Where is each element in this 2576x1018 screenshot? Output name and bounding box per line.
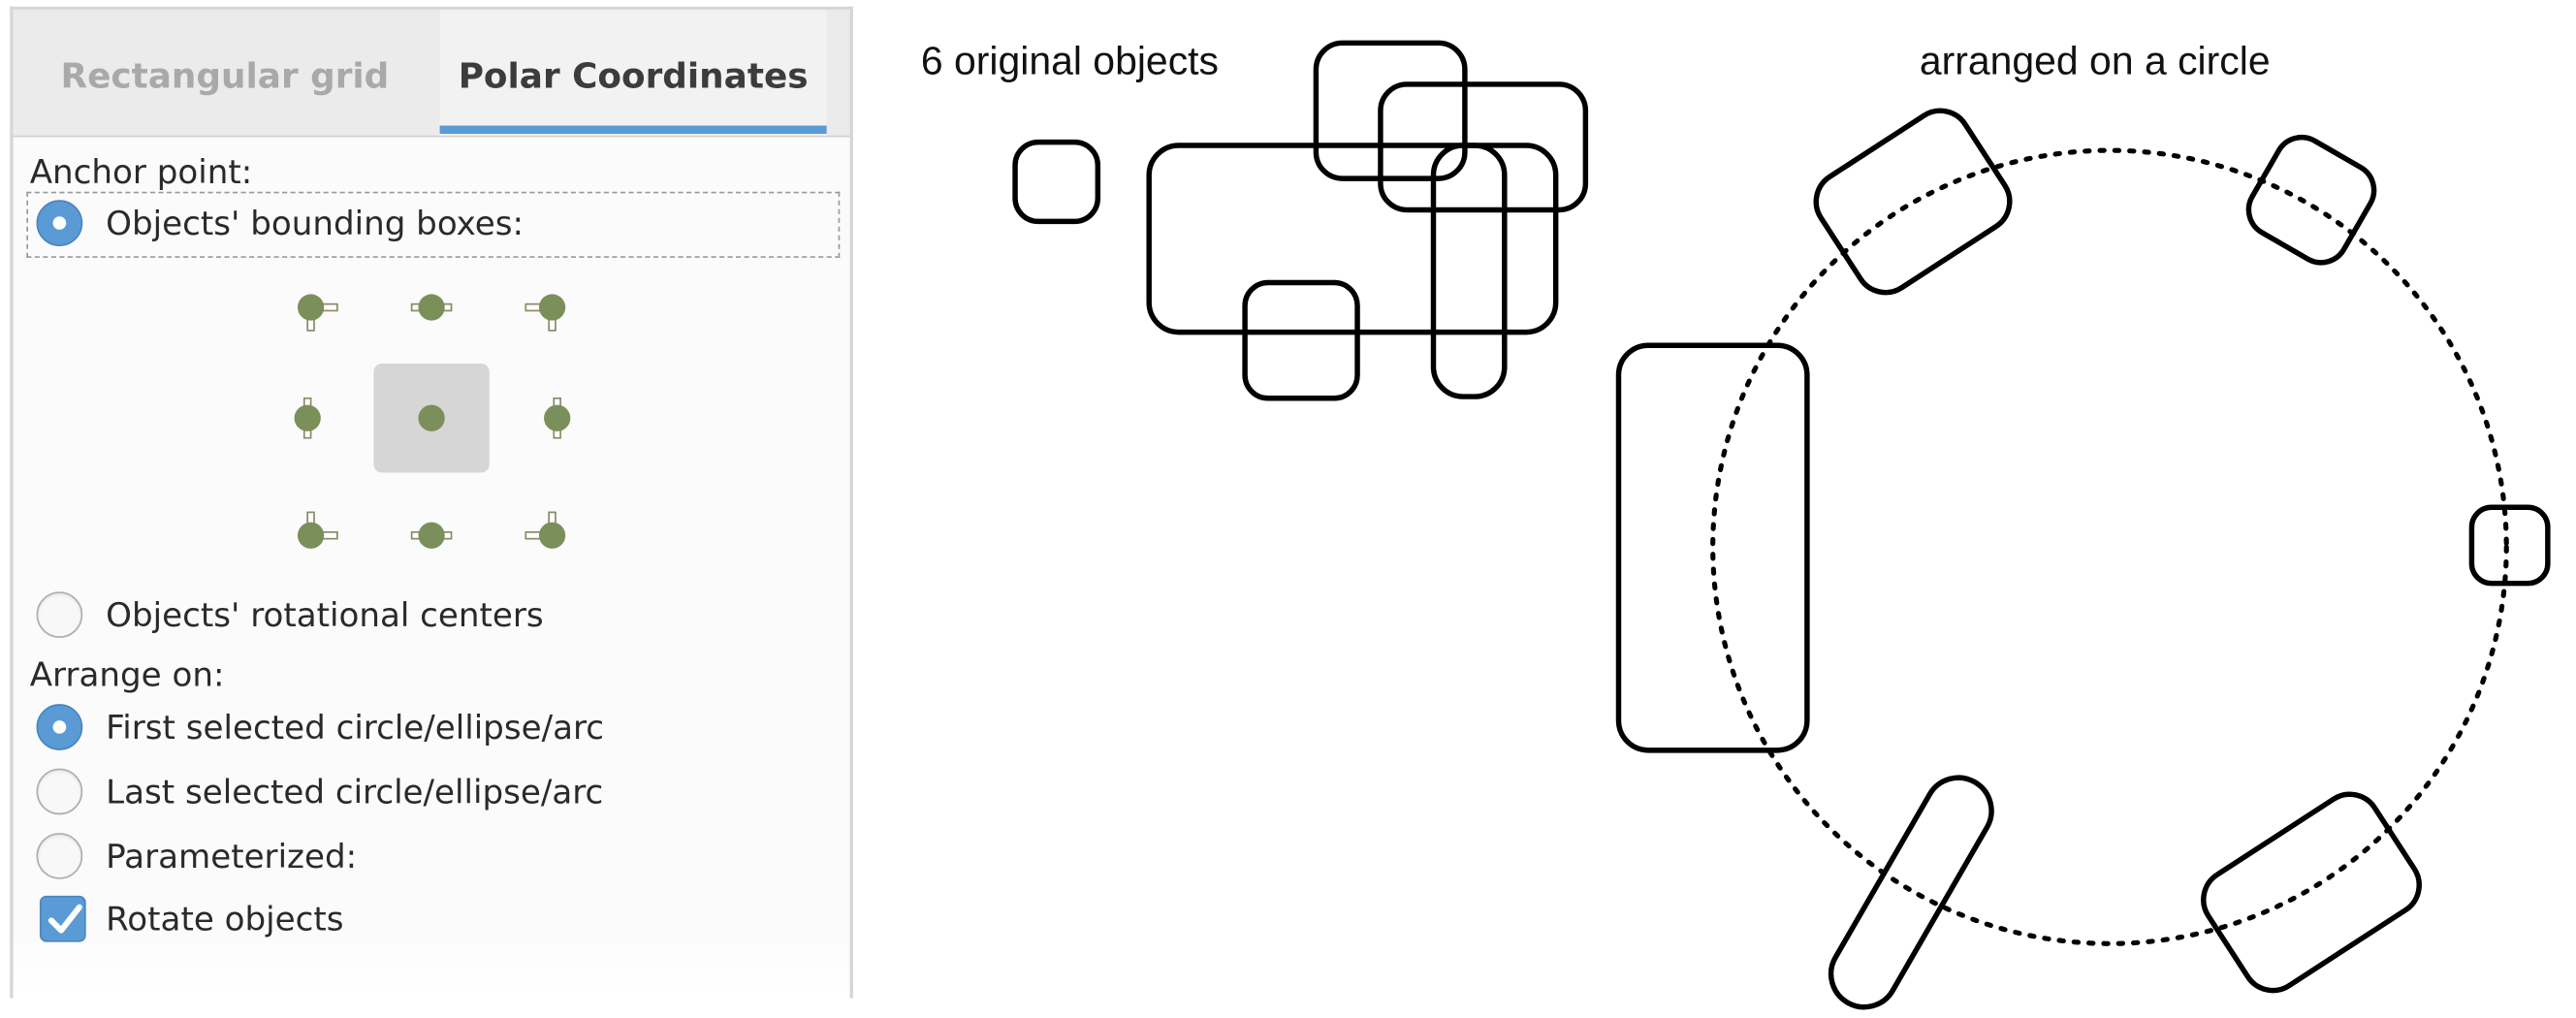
rotate-objects-label: Rotate objects — [106, 899, 344, 939]
focus-rectangle — [26, 191, 841, 258]
radio-unselected-icon — [36, 833, 83, 879]
tab-rectangular-grid[interactable]: Rectangular grid — [60, 55, 390, 96]
rotational-centers-label: Objects' rotational centers — [106, 594, 544, 635]
radio-bounding-boxes[interactable]: Objects' bounding boxes: — [30, 199, 824, 252]
anchor-top-right-icon[interactable] — [523, 284, 572, 334]
radio-unselected-icon — [36, 768, 83, 815]
arranged-caption: arranged on a circle — [1919, 39, 2271, 84]
dotted-circle — [1710, 147, 2509, 946]
arranged-right-square — [2468, 504, 2551, 587]
anchor-bottom-right-icon[interactable] — [523, 509, 572, 558]
radio-unselected-icon — [36, 591, 83, 638]
checkbox-rotate-objects[interactable]: Rotate objects — [30, 894, 427, 947]
arranged-lower-right-rect — [2201, 791, 2422, 994]
radio-rotational-centers[interactable]: Objects' rotational centers — [30, 590, 625, 644]
radio-first-selected[interactable]: First selected circle/ellipse/arc — [30, 702, 658, 755]
checkmark-icon — [48, 904, 82, 934]
anchor-point-grid — [265, 268, 595, 565]
anchor-point-heading: Anchor point: — [29, 151, 253, 192]
anchor-middle-right-icon[interactable] — [530, 394, 580, 443]
original-top-right-rect — [1378, 81, 1589, 213]
last-selected-label: Last selected circle/ellipse/arc — [106, 772, 604, 811]
tab-polar-coordinates[interactable]: Polar Coordinates — [439, 10, 827, 136]
tab-bar: Rectangular grid Polar Coordinates — [13, 10, 850, 138]
radio-parameterized[interactable]: Parameterized: — [30, 831, 460, 884]
parameterized-label: Parameterized: — [106, 836, 358, 876]
anchor-top-center-icon[interactable] — [407, 284, 457, 334]
original-tall-narrow-rect — [1430, 143, 1508, 399]
anchor-top-left-icon[interactable] — [291, 284, 340, 334]
original-bottom-square — [1242, 279, 1360, 401]
original-wide-rect — [1146, 143, 1559, 335]
first-selected-label: First selected circle/ellipse/arc — [106, 707, 604, 748]
original-top-square — [1313, 40, 1468, 181]
anchor-center-icon[interactable] — [407, 394, 457, 443]
radio-last-selected[interactable]: Last selected circle/ellipse/arc — [30, 767, 658, 820]
anchor-bottom-center-icon[interactable] — [407, 509, 457, 558]
original-small-square — [1012, 139, 1101, 225]
arranged-tall-rect — [1615, 342, 1810, 753]
anchor-middle-left-icon[interactable] — [284, 394, 334, 443]
panel-fade — [13, 932, 850, 999]
active-tab-indicator — [439, 125, 827, 135]
original-objects-caption: 6 original objects — [920, 39, 1219, 84]
arranged-lower-left-capsule — [1828, 775, 1994, 1010]
anchor-bottom-left-icon[interactable] — [291, 509, 340, 558]
checkbox-checked-icon — [39, 895, 86, 942]
arranged-upper-left-rect — [1813, 108, 2013, 296]
radio-selected-icon — [36, 200, 83, 246]
bounding-boxes-label: Objects' bounding boxes: — [106, 203, 525, 243]
arranged-upper-right-square — [2245, 134, 2377, 266]
arrange-on-heading: Arrange on: — [29, 653, 225, 694]
arrange-dialog-panel: Rectangular grid Polar Coordinates — [10, 6, 853, 999]
radio-selected-icon — [36, 704, 83, 750]
